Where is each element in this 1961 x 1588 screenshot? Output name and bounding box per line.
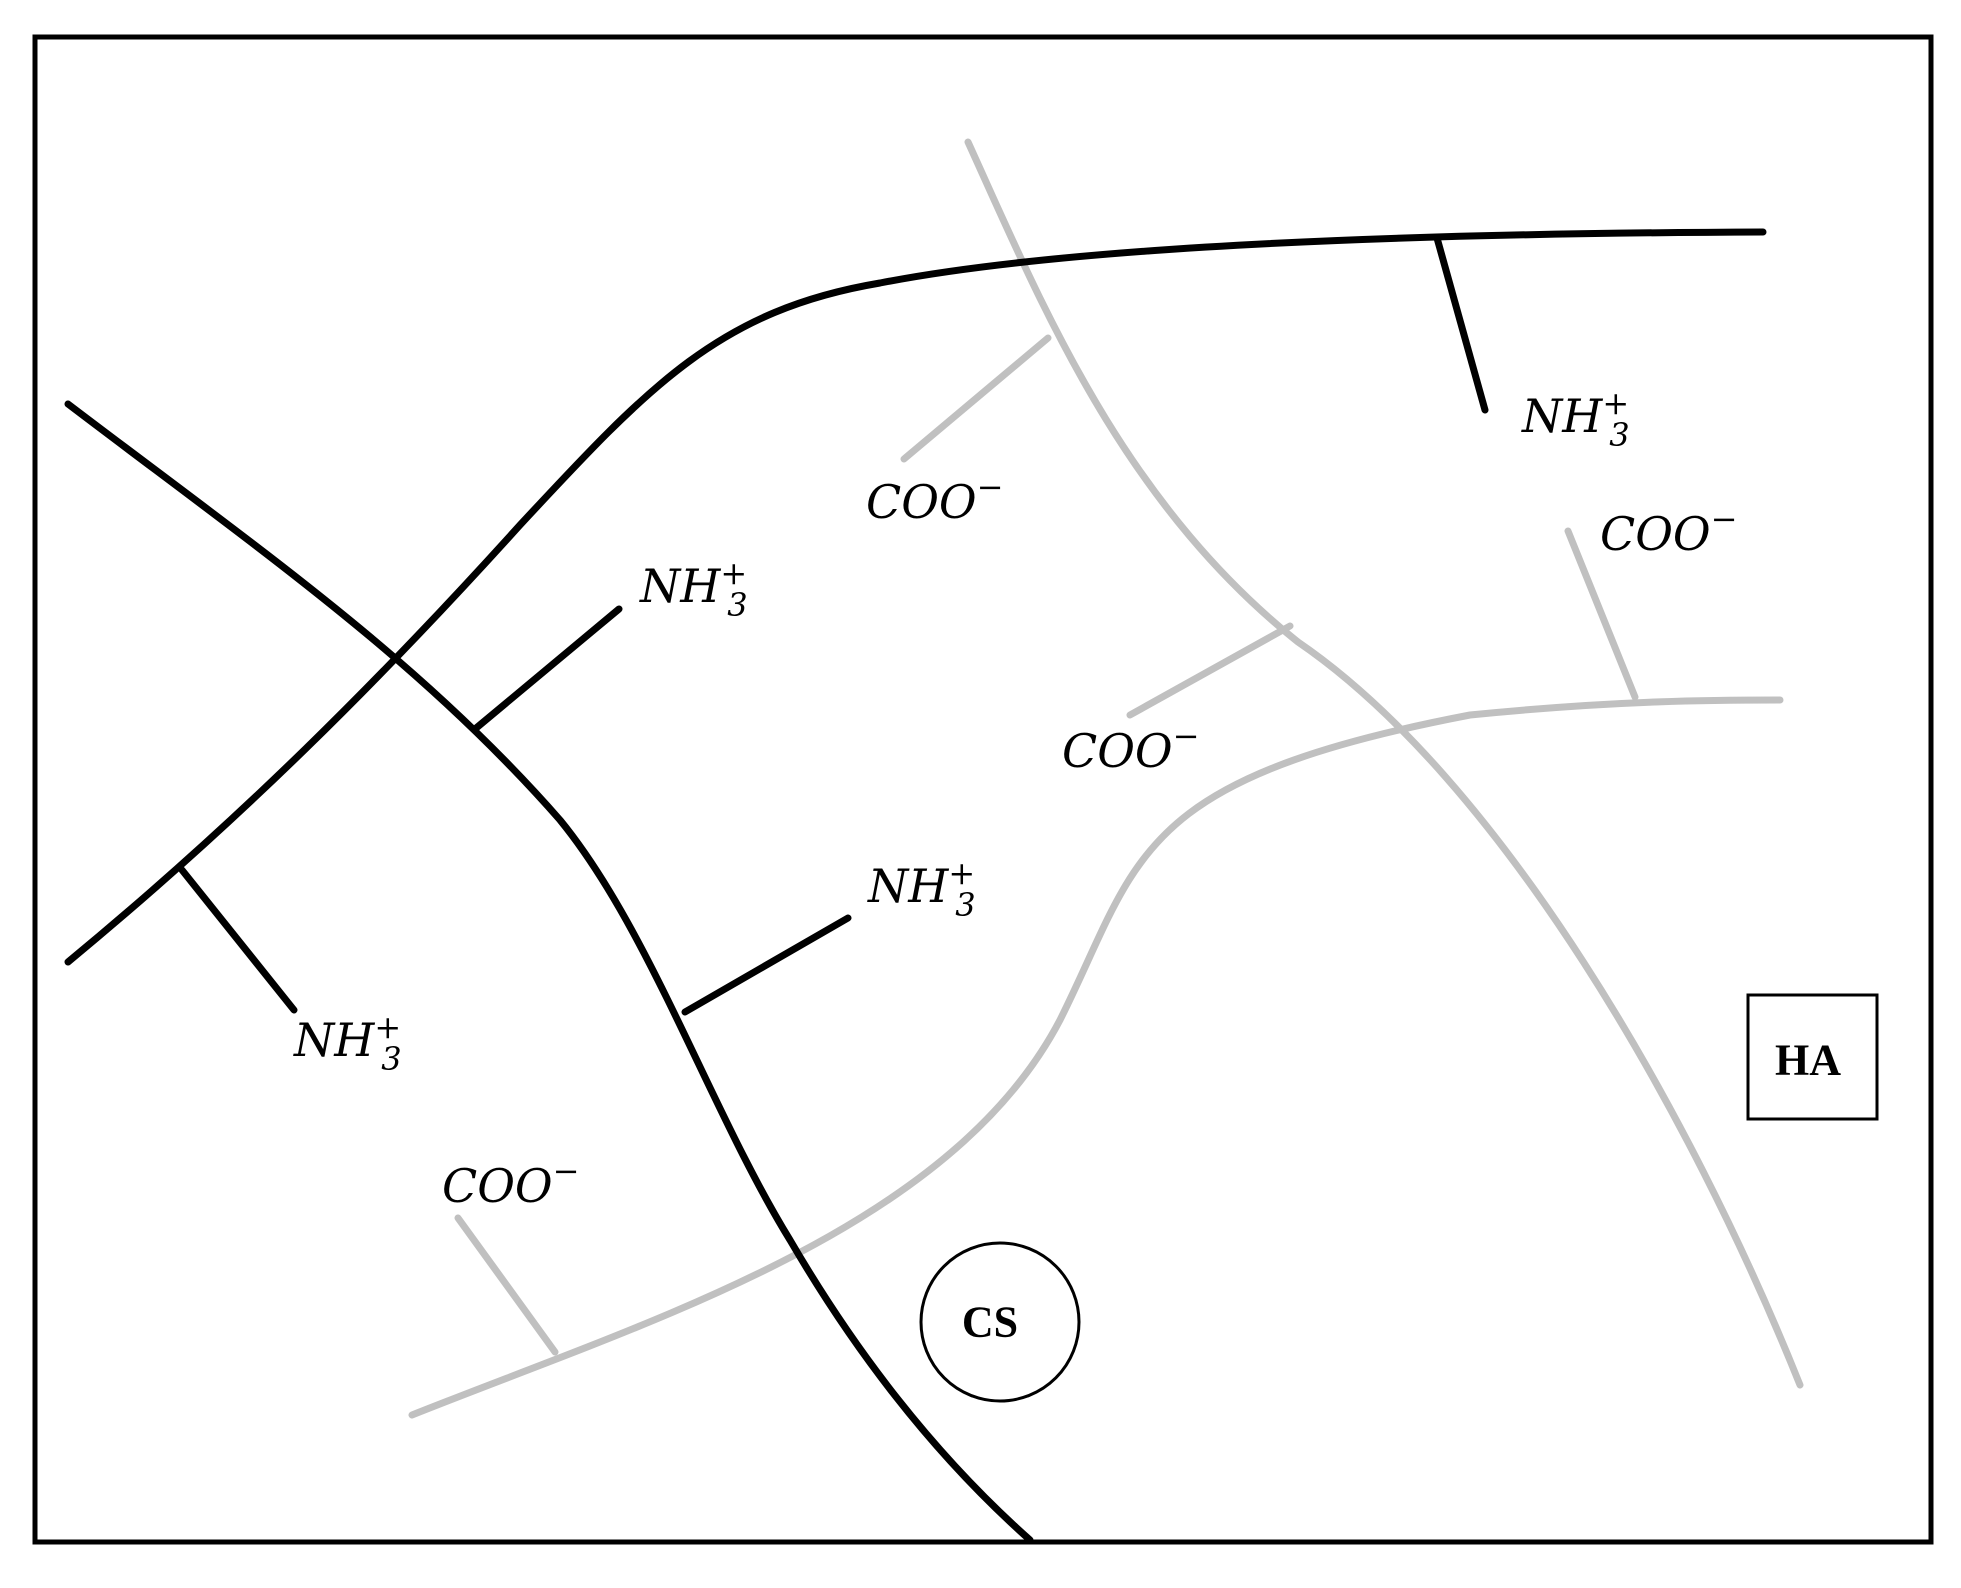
ha-legend-box <box>1746 993 1879 1121</box>
amine-label-3: NH+3 <box>867 854 976 924</box>
ha-legend: HA <box>1746 993 1879 1121</box>
carboxylate-label-1: COO− <box>866 468 1003 529</box>
ha-legend-label: HA <box>1775 1036 1841 1085</box>
amine-label-2: NH+3 <box>639 554 748 624</box>
ha-chain-1 <box>964 138 1804 1389</box>
ha-chain-2 <box>408 696 1784 1419</box>
cs-amine-bond-4 <box>178 866 298 1014</box>
ha-carboxylate-bond-3 <box>1564 527 1639 701</box>
amine-label-4: NH+3 <box>293 1008 402 1078</box>
ha-carboxylate-bond-1 <box>900 334 1052 463</box>
cs-chain-2 <box>64 400 1034 1544</box>
cs-legend-label: CS <box>962 1298 1018 1347</box>
cs-amine-bond-3 <box>681 914 852 1016</box>
diagram-frame <box>32 34 1934 1545</box>
carboxylate-label-4: COO− <box>442 1152 579 1213</box>
cs-chain-1 <box>64 228 1767 966</box>
carboxylate-label-2: COO− <box>1600 500 1737 561</box>
ha-carboxylate-bond-2 <box>1126 622 1294 719</box>
cs-legend: CS <box>919 1241 1081 1403</box>
cs-amine-bond-1 <box>1433 234 1489 414</box>
ha-carboxylate-bond-4 <box>454 1214 559 1356</box>
carboxylate-label-3: COO− <box>1062 717 1199 778</box>
cs-legend-circle <box>919 1241 1081 1403</box>
amine-label-1: NH+3 <box>1521 384 1630 454</box>
cs-amine-bond-2 <box>471 605 623 733</box>
